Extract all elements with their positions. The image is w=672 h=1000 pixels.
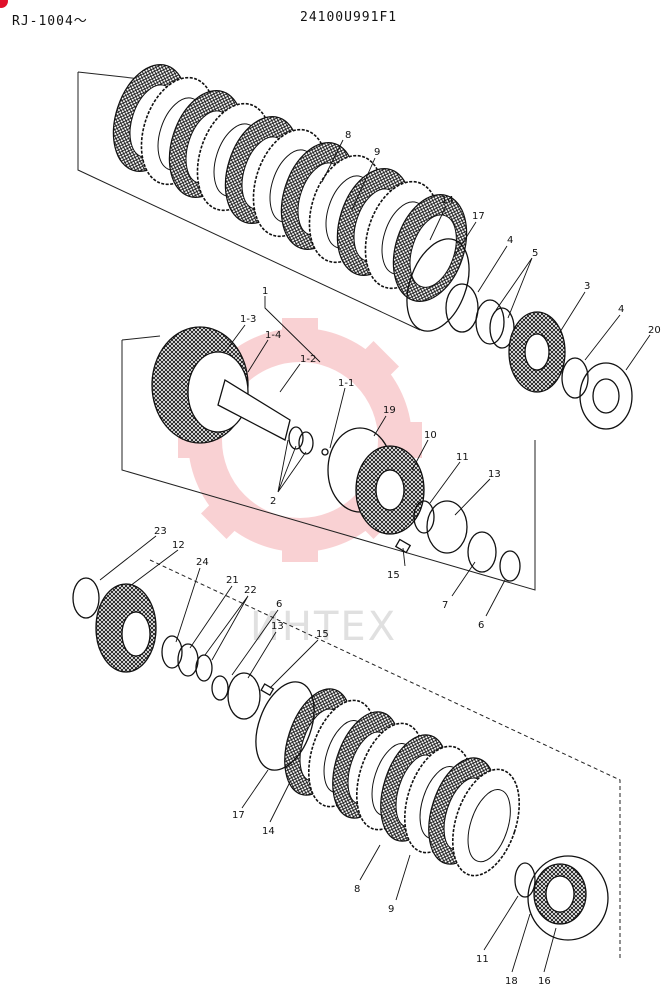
washer-23 <box>72 577 100 619</box>
bearing-5a <box>475 299 505 345</box>
label-6: 6 <box>478 620 484 631</box>
part-labels: 8 9 14 17 4 5 3 4 20 1 1-3 1-4 1-2 1-1 2… <box>154 130 661 987</box>
label-9b: 9 <box>388 904 394 915</box>
top-parts <box>406 238 633 430</box>
plate-bore <box>409 214 457 288</box>
label-3: 3 <box>584 281 590 292</box>
label-21: 21 <box>226 575 239 586</box>
washer-4b <box>561 357 589 399</box>
spring-15b <box>260 683 275 696</box>
label-14: 14 <box>441 195 454 206</box>
label-7: 7 <box>442 600 448 611</box>
ring-24 <box>161 635 183 669</box>
ring-6 <box>499 550 521 582</box>
label-17: 17 <box>472 211 485 222</box>
watermark-gear-tooth <box>282 522 318 562</box>
plate-bore <box>467 789 511 863</box>
label-9: 9 <box>374 147 380 158</box>
label-11b: 11 <box>476 954 489 965</box>
spring-15 <box>394 538 412 554</box>
label-17b: 17 <box>232 810 245 821</box>
bottom-clutch-pack <box>284 688 521 877</box>
seal-11b <box>514 862 536 898</box>
label-19: 19 <box>383 405 396 416</box>
middle-parts <box>151 326 521 582</box>
shaft-1-2 <box>217 378 291 441</box>
watermark-gear-tooth <box>282 318 318 358</box>
label-15: 15 <box>387 570 400 581</box>
ball-1-1 <box>321 448 329 456</box>
label-2: 2 <box>270 496 276 507</box>
label-20: 20 <box>648 325 661 336</box>
label-13: 13 <box>488 469 501 480</box>
plate-13 <box>426 500 468 554</box>
watermark-gear-tooth <box>345 341 399 395</box>
label-1-2: 1-2 <box>300 354 316 365</box>
label-1-1: 1-1 <box>338 378 354 389</box>
label-12: 12 <box>172 540 185 551</box>
label-5: 5 <box>532 248 538 259</box>
label-24: 24 <box>196 557 209 568</box>
snap-ring-17 <box>406 238 470 332</box>
thrust-washer-4 <box>445 283 479 333</box>
bearing-20 <box>579 362 633 430</box>
bottom-parts <box>72 577 609 941</box>
top-clutch-pack <box>112 64 468 302</box>
label-1: 1 <box>262 286 268 297</box>
label-23: 23 <box>154 526 167 537</box>
leader-lines <box>99 139 651 973</box>
label-6b: 6 <box>276 599 282 610</box>
seal-22 <box>195 654 213 682</box>
corner-marker <box>0 0 8 8</box>
seal-11 <box>413 500 435 534</box>
seal-2b <box>298 431 314 455</box>
label-1-3: 1-3 <box>240 314 256 325</box>
label-18: 18 <box>505 976 518 987</box>
serial-range: RJ-1004～ <box>12 14 88 29</box>
label-8b: 8 <box>354 884 360 895</box>
label-22: 22 <box>244 585 257 596</box>
ring-6b <box>211 675 229 701</box>
label-4b: 4 <box>618 304 624 315</box>
watermark-gear-tooth <box>201 485 255 539</box>
watermark-text: ИНТЕХ <box>250 604 397 650</box>
part-number: 24100U991F1 <box>300 10 398 25</box>
label-13b: 13 <box>271 621 284 632</box>
label-14b: 14 <box>262 826 275 837</box>
section-frames <box>77 71 621 960</box>
label-15b: 15 <box>316 629 329 640</box>
bushing-7 <box>467 531 497 573</box>
seal-2a <box>288 426 304 450</box>
label-8: 8 <box>345 130 351 141</box>
label-10: 10 <box>424 430 437 441</box>
label-16: 16 <box>538 976 551 987</box>
label-4: 4 <box>507 235 513 246</box>
label-11: 11 <box>456 452 469 463</box>
drum-16 <box>527 855 609 941</box>
label-1-4: 1-4 <box>265 330 281 341</box>
snap-ring-17b <box>255 681 315 771</box>
plate-13b <box>227 672 261 720</box>
